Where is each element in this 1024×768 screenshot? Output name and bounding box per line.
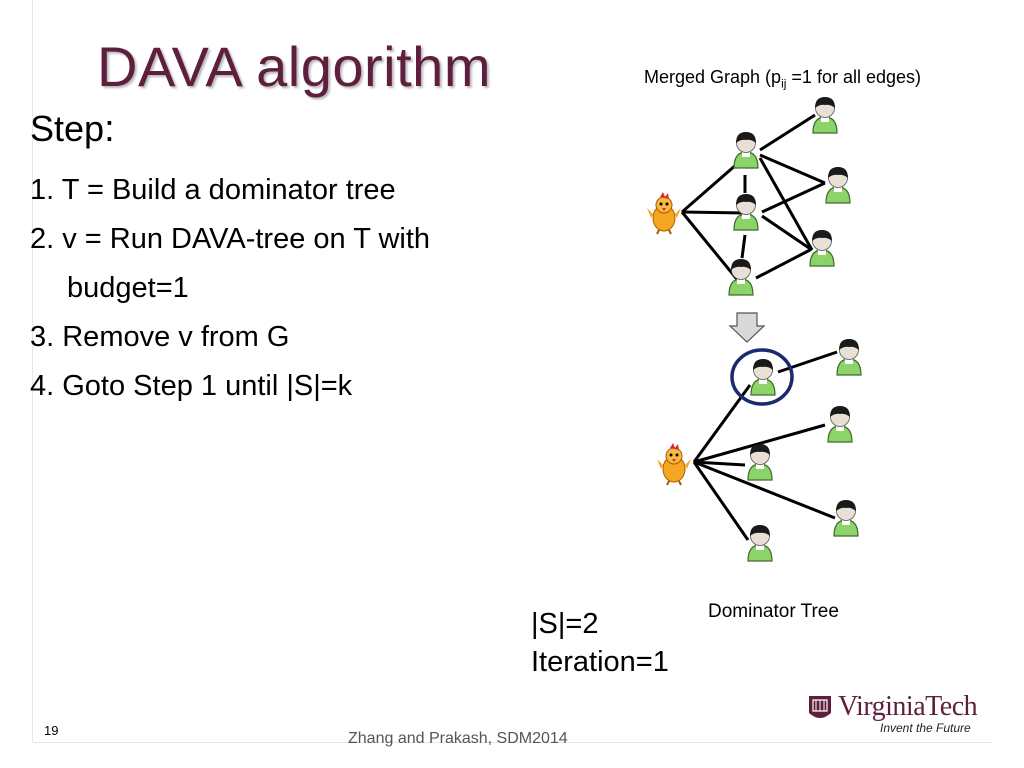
- selected-node-ring: [730, 348, 794, 406]
- merged-caption-prefix: Merged Graph (p: [644, 67, 782, 87]
- edge: [693, 460, 836, 520]
- down-arrow-icon: [728, 312, 766, 343]
- edge: [755, 248, 811, 280]
- logo-tagline: Invent the Future: [880, 721, 971, 735]
- person-icon: [836, 338, 862, 376]
- person-icon: [750, 358, 776, 396]
- edge: [758, 157, 814, 251]
- dominator-tree-caption: Dominator Tree: [708, 601, 839, 622]
- person-icon: [747, 524, 773, 562]
- person-icon: [809, 229, 835, 267]
- footer-author: Zhang and Prakash, SDM2014: [348, 730, 568, 747]
- merged-caption-suffix: =1 for all edges): [786, 67, 921, 87]
- slide-title: DAVA algorithm: [97, 35, 491, 98]
- person-icon: [825, 166, 851, 204]
- step-2: 2. v = Run DAVA-tree on T with: [30, 223, 431, 255]
- merged-graph-caption: Merged Graph (pij =1 for all edges): [644, 67, 921, 91]
- virginia-tech-logo: VirginiaTech Invent the Future: [808, 687, 988, 739]
- shield-icon: [809, 696, 831, 718]
- person-icon: [728, 258, 754, 296]
- step-heading: Step:: [30, 108, 115, 151]
- page-number: 19: [44, 723, 59, 738]
- person-icon: [812, 96, 838, 134]
- edge: [777, 350, 838, 374]
- edge: [680, 211, 742, 284]
- iteration-label: Iteration=1: [531, 646, 669, 678]
- step-list: 1. T = Build a dominator tree 2. v = Run…: [30, 166, 430, 411]
- person-icon: [827, 405, 853, 443]
- seed-chicken-icon: [656, 442, 692, 486]
- person-icon: [733, 131, 759, 169]
- step-2-continued: budget=1: [67, 272, 189, 304]
- edge: [759, 153, 826, 185]
- step-1: 1. T = Build a dominator tree: [30, 174, 396, 206]
- edge: [761, 181, 826, 214]
- edge: [759, 113, 816, 152]
- logo-wordmark: VirginiaTech: [838, 691, 978, 722]
- edge: [693, 460, 746, 467]
- edge: [761, 214, 813, 252]
- step-3: 3. Remove v from G: [30, 321, 290, 353]
- edge: [692, 461, 750, 541]
- person-icon: [833, 499, 859, 537]
- person-icon: [747, 443, 773, 481]
- slide-frame: [32, 0, 993, 743]
- state-readout: |S|=2 Iteration=1: [531, 605, 669, 681]
- edge: [693, 423, 826, 464]
- s-size-label: |S|=2: [531, 608, 599, 640]
- step-4: 4. Goto Step 1 until |S|=k: [30, 370, 353, 402]
- step-heading-colon: :: [104, 108, 115, 150]
- step-heading-text: Step: [30, 108, 105, 149]
- dominator-tree-edges: [692, 350, 838, 541]
- edge: [681, 210, 746, 215]
- merged-caption-subscript: ij: [781, 76, 787, 91]
- edge: [740, 234, 747, 259]
- seed-chicken-icon: [646, 191, 682, 235]
